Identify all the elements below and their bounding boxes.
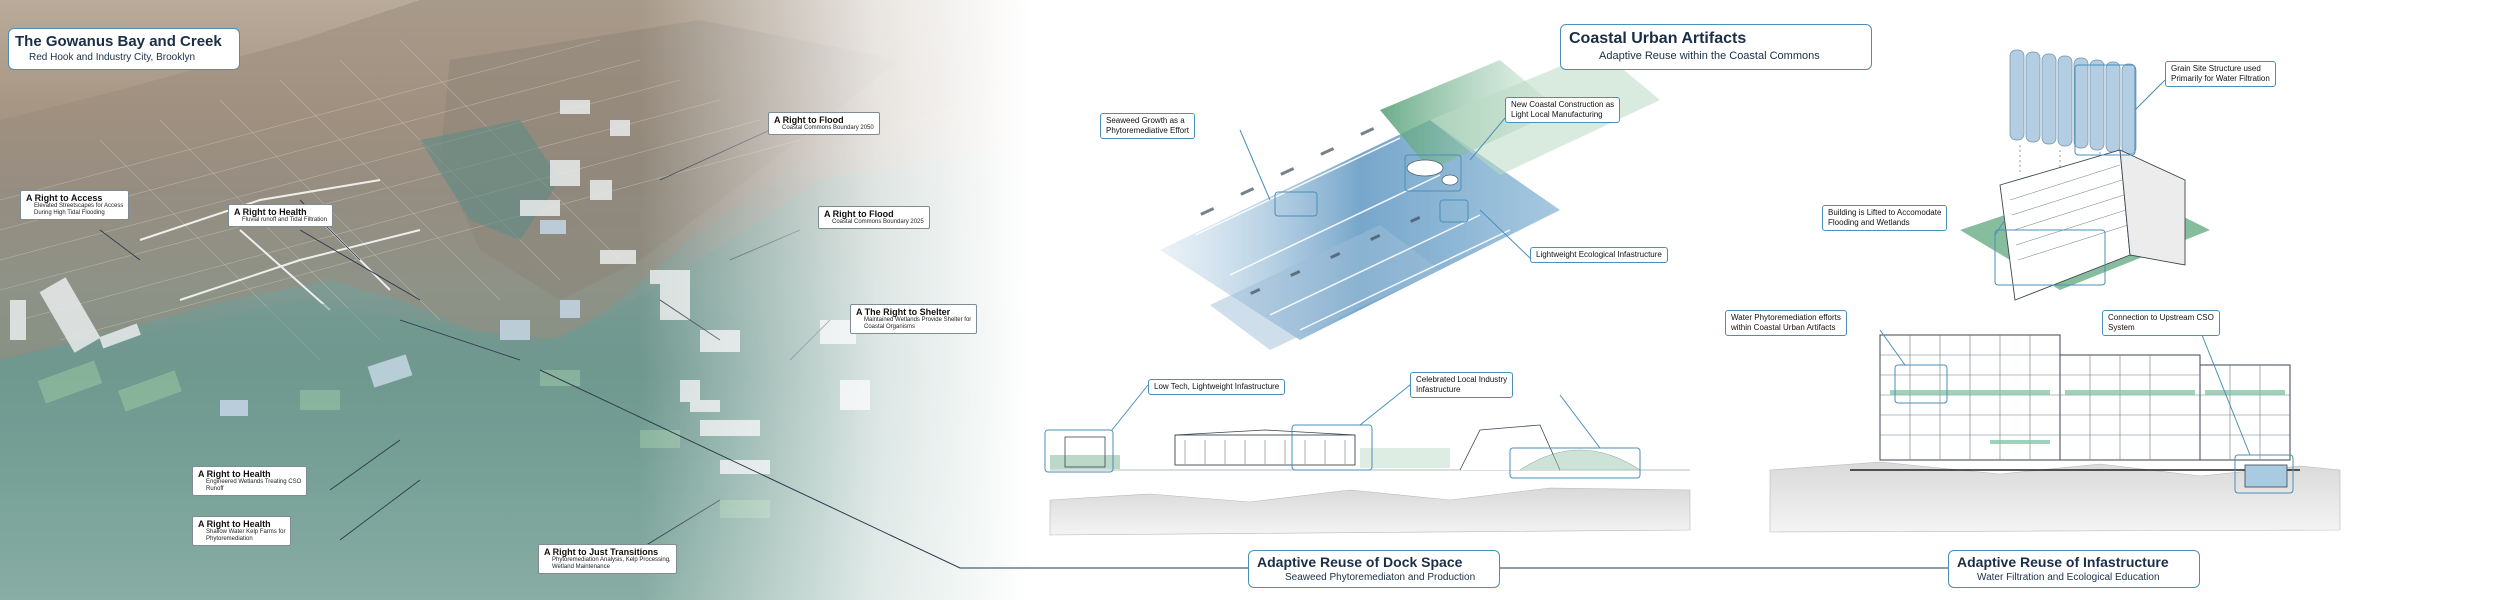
- dock-label-line: Low Tech, Lightweight Infastructure: [1154, 382, 1280, 391]
- infra-subtitle: Water Filtration and Ecological Educatio…: [1977, 572, 2160, 583]
- main-title-box: Coastal Urban Artifacts Adaptive Reuse w…: [1560, 24, 1872, 70]
- grain-label-cso-connection: Connection to Upstream CSO System: [2102, 310, 2220, 336]
- dock-label-lightweight-eco: Lightweight Ecological Infastructure: [1530, 247, 1668, 263]
- map-label-title: A Right to Access: [26, 193, 103, 203]
- map-label-health-1: A Right to Health Fluvial runoff and Tid…: [228, 204, 333, 227]
- map-title: The Gowanus Bay and Creek: [15, 33, 222, 50]
- grain-label-line: Grain Site Structure used: [2171, 64, 2261, 73]
- dock-label-celebrated: Celebrated Local Industry Infastructure: [1410, 372, 1514, 398]
- dock-title-box: Adaptive Reuse of Dock Space Seaweed Phy…: [1248, 550, 1500, 588]
- map-label-line: Coastal Commons Boundary 2025: [832, 219, 924, 225]
- map-label-line: Coastal Organisms: [864, 324, 916, 330]
- grain-label-phyto-efforts: Water Phytoremediation efforts within Co…: [1725, 310, 1847, 336]
- site-map: The Gowanus Bay and Creek Red Hook and I…: [0, 0, 1030, 600]
- grain-label-line: System: [2108, 323, 2135, 332]
- map-label-flood-2025: A Right to Flood Coastal Commons Boundar…: [818, 206, 930, 229]
- grain-label-line: Connection to Upstream CSO: [2108, 313, 2214, 322]
- map-label-line: Wetland Maintenance: [552, 564, 610, 570]
- map-label-title: A The Right to Shelter: [856, 307, 951, 317]
- grain-label-line: Building is Lifted to Accomodate: [1828, 208, 1942, 217]
- map-label-line: Engineered Wetlands Treating CSO: [206, 479, 302, 485]
- map-label-title: A Right to Health: [198, 469, 271, 479]
- dock-label-line: Phytoremediative Effort: [1106, 126, 1190, 135]
- map-label-line: Phytoremediation: [206, 536, 253, 542]
- map-label-line: During High Tidal Flooding: [34, 210, 105, 216]
- map-label-title: A Right to Flood: [824, 209, 894, 219]
- infra-title-box: Adaptive Reuse of Infastructure Water Fi…: [1948, 550, 2200, 588]
- map-label-health-3: A Right to Health Shallow Water Kelp Far…: [192, 516, 292, 546]
- grain-label-line: Flooding and Wetlands: [1828, 218, 1910, 227]
- main-title: Coastal Urban Artifacts: [1569, 30, 1747, 47]
- map-label-flood-2050: A Right to Flood Coastal Commons Boundar…: [768, 112, 880, 135]
- dock-section: [1044, 384, 1691, 536]
- dock-label-low-tech: Low Tech, Lightweight Infastructure: [1148, 379, 1286, 395]
- map-label-line: Elevated Streetscapes for Access: [34, 203, 124, 209]
- dock-axonometric: [1160, 50, 1660, 350]
- map-label-title: A Right to Just Transitions: [544, 547, 659, 557]
- dock-label-line: Seaweed Growth as a: [1106, 116, 1185, 125]
- map-label-line: Phytoremediation Analysis, Kelp Processi…: [552, 557, 671, 563]
- dock-subtitle: Seaweed Phytoremediaton and Production: [1285, 572, 1476, 583]
- grain-label-line: within Coastal Urban Artifacts: [1731, 323, 1836, 332]
- map-label-title: A Right to Health: [234, 207, 307, 217]
- infra-title: Adaptive Reuse of Infastructure: [1957, 554, 2169, 570]
- map-label-title: A Right to Flood: [774, 115, 844, 125]
- map-label-health-2: A Right to Health Engineered Wetlands Tr…: [192, 466, 308, 496]
- map-title-box: The Gowanus Bay and Creek Red Hook and I…: [8, 28, 240, 70]
- map-label-line: Runoff: [206, 486, 224, 492]
- dock-title: Adaptive Reuse of Dock Space: [1257, 554, 1463, 570]
- infrastructure-section: [1769, 329, 2341, 533]
- map-label-line: Maintained Wetlands Provide Shelter for: [864, 317, 972, 323]
- dock-label-line: Light Local Manufacturing: [1511, 110, 1603, 119]
- grain-label-lifted: Building is Lifted to Accomodate Floodin…: [1822, 205, 1948, 231]
- map-label-line: Coastal Commons Boundary 2050: [782, 125, 874, 131]
- dock-label-line: Celebrated Local Industry: [1416, 375, 1508, 384]
- map-label-access: A Right to Access Elevated Streetscapes …: [20, 190, 130, 220]
- dock-label-line: New Coastal Construction as: [1511, 100, 1615, 109]
- grain-label-line: Water Phytoremediation efforts: [1731, 313, 1841, 322]
- dock-label-line: Lightweight Ecological Infastructure: [1536, 250, 1662, 259]
- grain-label-site: Grain Site Structure used Primarily for …: [2165, 61, 2276, 87]
- grain-label-line: Primarily for Water Filtration: [2171, 74, 2270, 83]
- map-label-line: Shallow Water Kelp Farms for: [206, 529, 286, 535]
- dock-label-new-construction: New Coastal Construction as Light Local …: [1505, 97, 1621, 123]
- map-drawing: [0, 0, 1030, 600]
- map-subtitle: Red Hook and Industry City, Brooklyn: [29, 52, 196, 63]
- main-subtitle: Adaptive Reuse within the Coastal Common…: [1599, 50, 1820, 62]
- map-label-transitions: A Right to Just Transitions Phytoremedia…: [538, 544, 677, 574]
- map-label-title: A Right to Health: [198, 519, 271, 529]
- dock-label-seaweed: Seaweed Growth as a Phytoremediative Eff…: [1100, 113, 1196, 139]
- grain-structure: [1960, 49, 2210, 301]
- dock-label-line: Infastructure: [1416, 385, 1461, 394]
- map-label-line: Fluvial runoff and Tidal Filtration: [242, 217, 327, 223]
- map-label-shelter: A The Right to Shelter Maintained Wetlan…: [850, 304, 978, 334]
